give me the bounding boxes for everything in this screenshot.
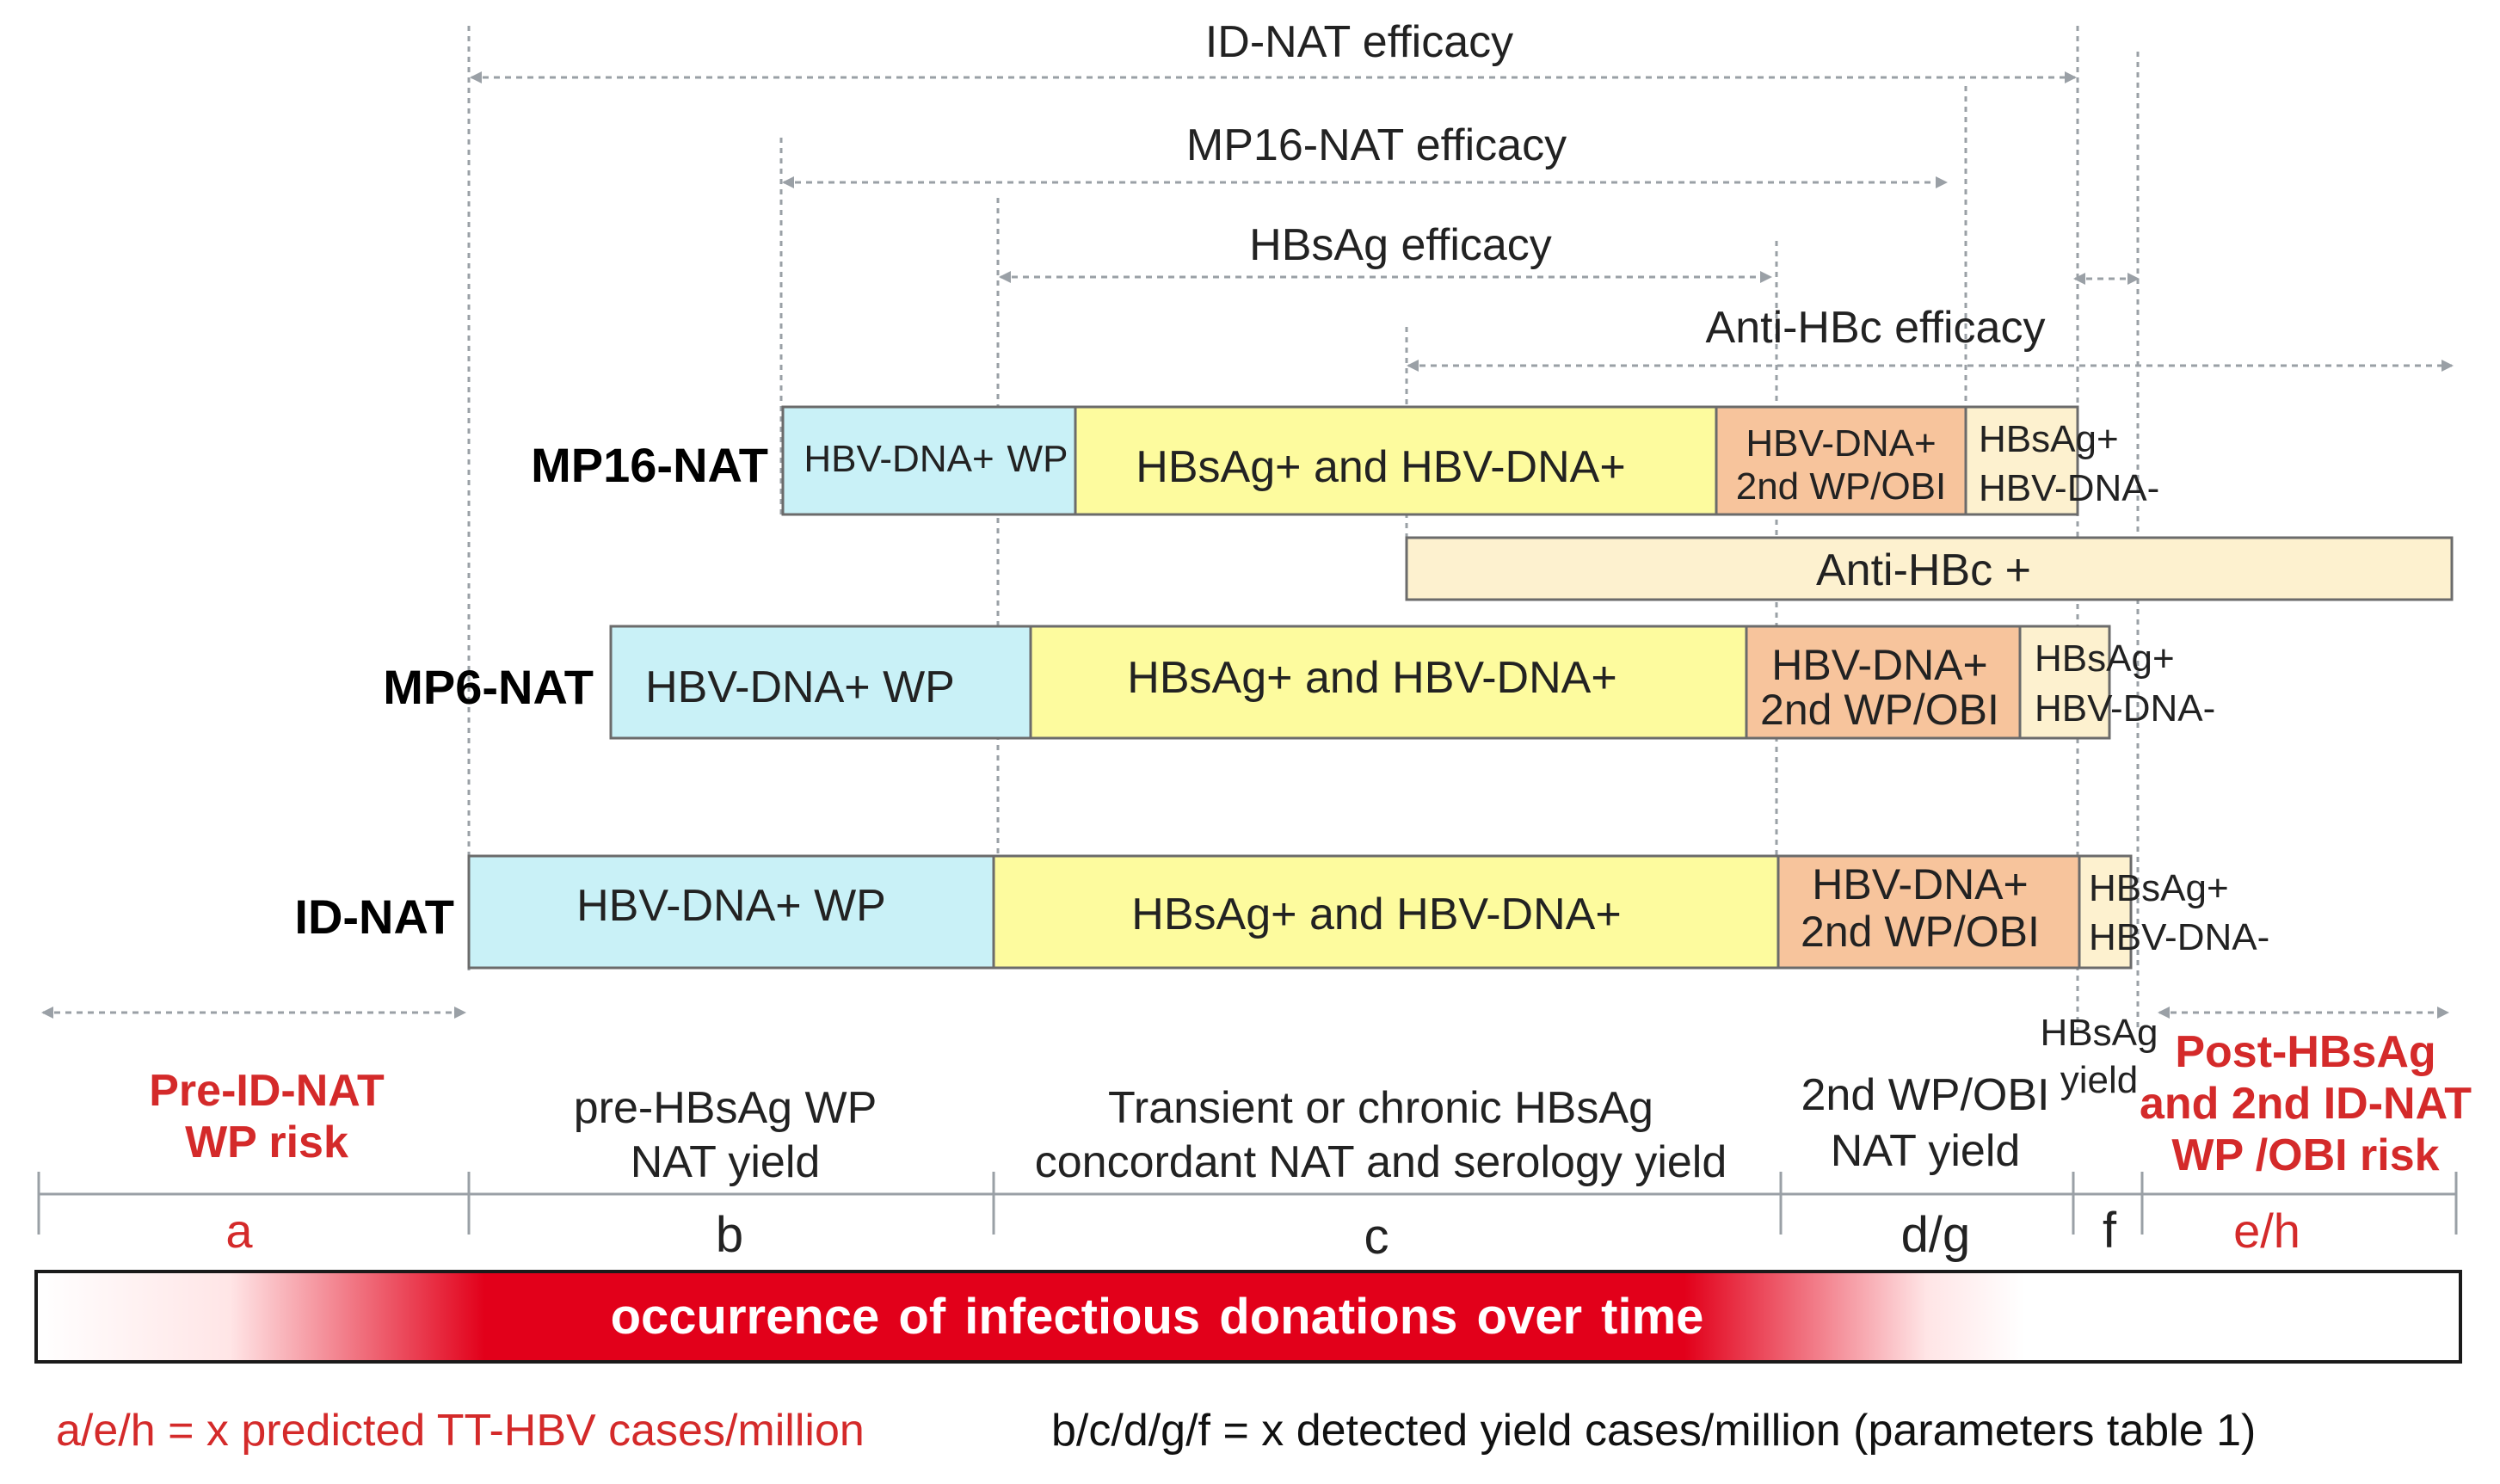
mp6-hbsag-dna-text: HBsAg+ and HBV-DNA+: [1127, 653, 1616, 703]
mp16-nat-efficacy-label: MP16-NAT efficacy: [1186, 120, 1567, 170]
post-hbsag-label-1: Post-HBsAg: [2175, 1027, 2435, 1077]
mp6-second-wp-text-1: HBV-DNA+: [1771, 641, 1987, 689]
mp6-hbsag-dna-box: [1029, 625, 1748, 740]
segment-f: f: [2103, 1203, 2117, 1259]
segment-eh: e/h: [2233, 1204, 2300, 1258]
id-hbsag-pos-text: HBsAg+: [2089, 867, 2229, 909]
id-second-wp-text-2: 2nd WP/OBI: [1801, 908, 2040, 956]
anti-hbc-bar: [1405, 536, 2454, 601]
id-nat-row: ID-NAT HBV-DNA+ WP HBsAg+ and HBV-DNA+ H…: [294, 854, 2269, 970]
mp16-hbsag-dna-box: [1074, 405, 1718, 516]
pre-hbsag-label-1: pre-HBsAg WP: [574, 1083, 877, 1133]
mp6-nat-row: MP6-NAT HBV-DNA+ WP HBsAg+ and HBV-DNA+ …: [383, 625, 2215, 740]
mp6-dna-wp-box: [609, 625, 1032, 740]
pre-id-nat-label-1: Pre-ID-NAT: [149, 1066, 385, 1116]
mp6-hbsag-pos-text: HBsAg+: [2035, 637, 2175, 680]
anti-hbc-row: Anti-HBc +: [1405, 536, 2454, 601]
segment-c: c: [1364, 1209, 1389, 1265]
mp6-dna-neg-text: HBV-DNA-: [2035, 687, 2215, 730]
banner-bar: [34, 1270, 2462, 1364]
transient-label-1: Transient or chronic HBsAg: [1108, 1083, 1653, 1133]
id-nat-efficacy-label: ID-NAT efficacy: [1205, 17, 1513, 67]
mp16-second-wp-box: [1715, 405, 1967, 516]
mp6-second-wp-text-2: 2nd WP/OBI: [1760, 686, 1999, 734]
mp16-wp-text: WP: [1007, 438, 1068, 480]
banner-text: occurrence of infectious donations over …: [611, 1289, 1704, 1345]
pre-hbsag-label-2: NAT yield: [631, 1137, 821, 1187]
post-hbsag-label-2: and 2nd ID-NAT: [2140, 1079, 2472, 1129]
mp6-second-wp-box: [1745, 625, 2022, 740]
segment-dg: d/g: [1901, 1207, 1971, 1263]
id-hbsag-dna-box: [992, 854, 1780, 970]
period-labels: Pre-ID-NAT WP risk pre-HBsAg WP NAT yiel…: [149, 1012, 2472, 1187]
footer-left: a/e/h = x predicted TT-HBV cases/million: [56, 1406, 865, 1456]
mp16-second-wp-text-2: 2nd WP/OBI: [1736, 465, 1947, 508]
id-nat-label: ID-NAT: [294, 890, 454, 944]
mp16-hbsag-pos-box: [1964, 405, 2079, 516]
post-hbsag-label-3: WP /OBI risk: [2171, 1130, 2439, 1180]
id-hbsag-dna-text: HBsAg+ and HBV-DNA+: [1131, 890, 1621, 939]
id-second-wp-box: [1776, 854, 2081, 970]
mp16-nat-label: MP16-NAT: [531, 438, 768, 492]
second-wp-yield-label-1: 2nd WP/OBI: [1801, 1070, 2050, 1120]
mp6-nat-label: MP6-NAT: [383, 660, 594, 714]
mp16-dna-wp-text: HBV-DNA+: [804, 438, 994, 480]
efficacy-arrows: ID-NAT efficacy MP16-NAT efficacy HBsAg …: [470, 17, 2454, 372]
infectious-donations-banner: occurrence of infectious donations over …: [34, 1270, 2462, 1364]
second-wp-yield-label-2: NAT yield: [1831, 1126, 2021, 1176]
hbsag-yield-label-2: yield: [2060, 1059, 2139, 1101]
mp16-dna-neg-text: HBV-DNA-: [1979, 467, 2159, 509]
hbsag-yield-label-1: HBsAg: [2041, 1012, 2158, 1054]
mp16-nat-row: MP16-NAT HBV-DNA+ WP HBsAg+ and HBV-DNA+…: [531, 405, 2159, 516]
segment-b: b: [716, 1207, 743, 1263]
anti-hbc-efficacy-label: Anti-HBc efficacy: [1706, 303, 2046, 353]
segment-a: a: [225, 1204, 253, 1258]
footer-right: b/c/d/g/f = x detected yield cases/milli…: [1051, 1406, 2256, 1456]
hbsag-efficacy-label: HBsAg efficacy: [1249, 220, 1552, 270]
id-second-wp-text-1: HBV-DNA+: [1812, 860, 2028, 908]
mp16-hbsag-pos-text: HBsAg+: [1979, 418, 2119, 460]
mp16-hbsag-dna-text: HBsAg+ and HBV-DNA+: [1136, 442, 1625, 492]
mp16-second-wp-text-1: HBV-DNA+: [1746, 422, 1936, 465]
transient-label-2: concordant NAT and serology yield: [1035, 1137, 1727, 1187]
segment-timeline: a b c d/g f e/h: [37, 1172, 2458, 1265]
id-dna-neg-text: HBV-DNA-: [2089, 916, 2269, 958]
id-dna-wp-text: HBV-DNA+ WP: [576, 881, 886, 931]
mp6-dna-wp-text: HBV-DNA+ WP: [645, 662, 955, 712]
id-hbsag-pos-box: [2078, 854, 2133, 970]
pre-id-nat-label-2: WP risk: [185, 1118, 348, 1167]
mp6-hbsag-pos-box: [2018, 625, 2111, 740]
footer-legend: a/e/h = x predicted TT-HBV cases/million…: [56, 1406, 2256, 1456]
id-dna-wp-box: [467, 854, 995, 970]
anti-hbc-bar-text: Anti-HBc +: [1816, 545, 2031, 595]
